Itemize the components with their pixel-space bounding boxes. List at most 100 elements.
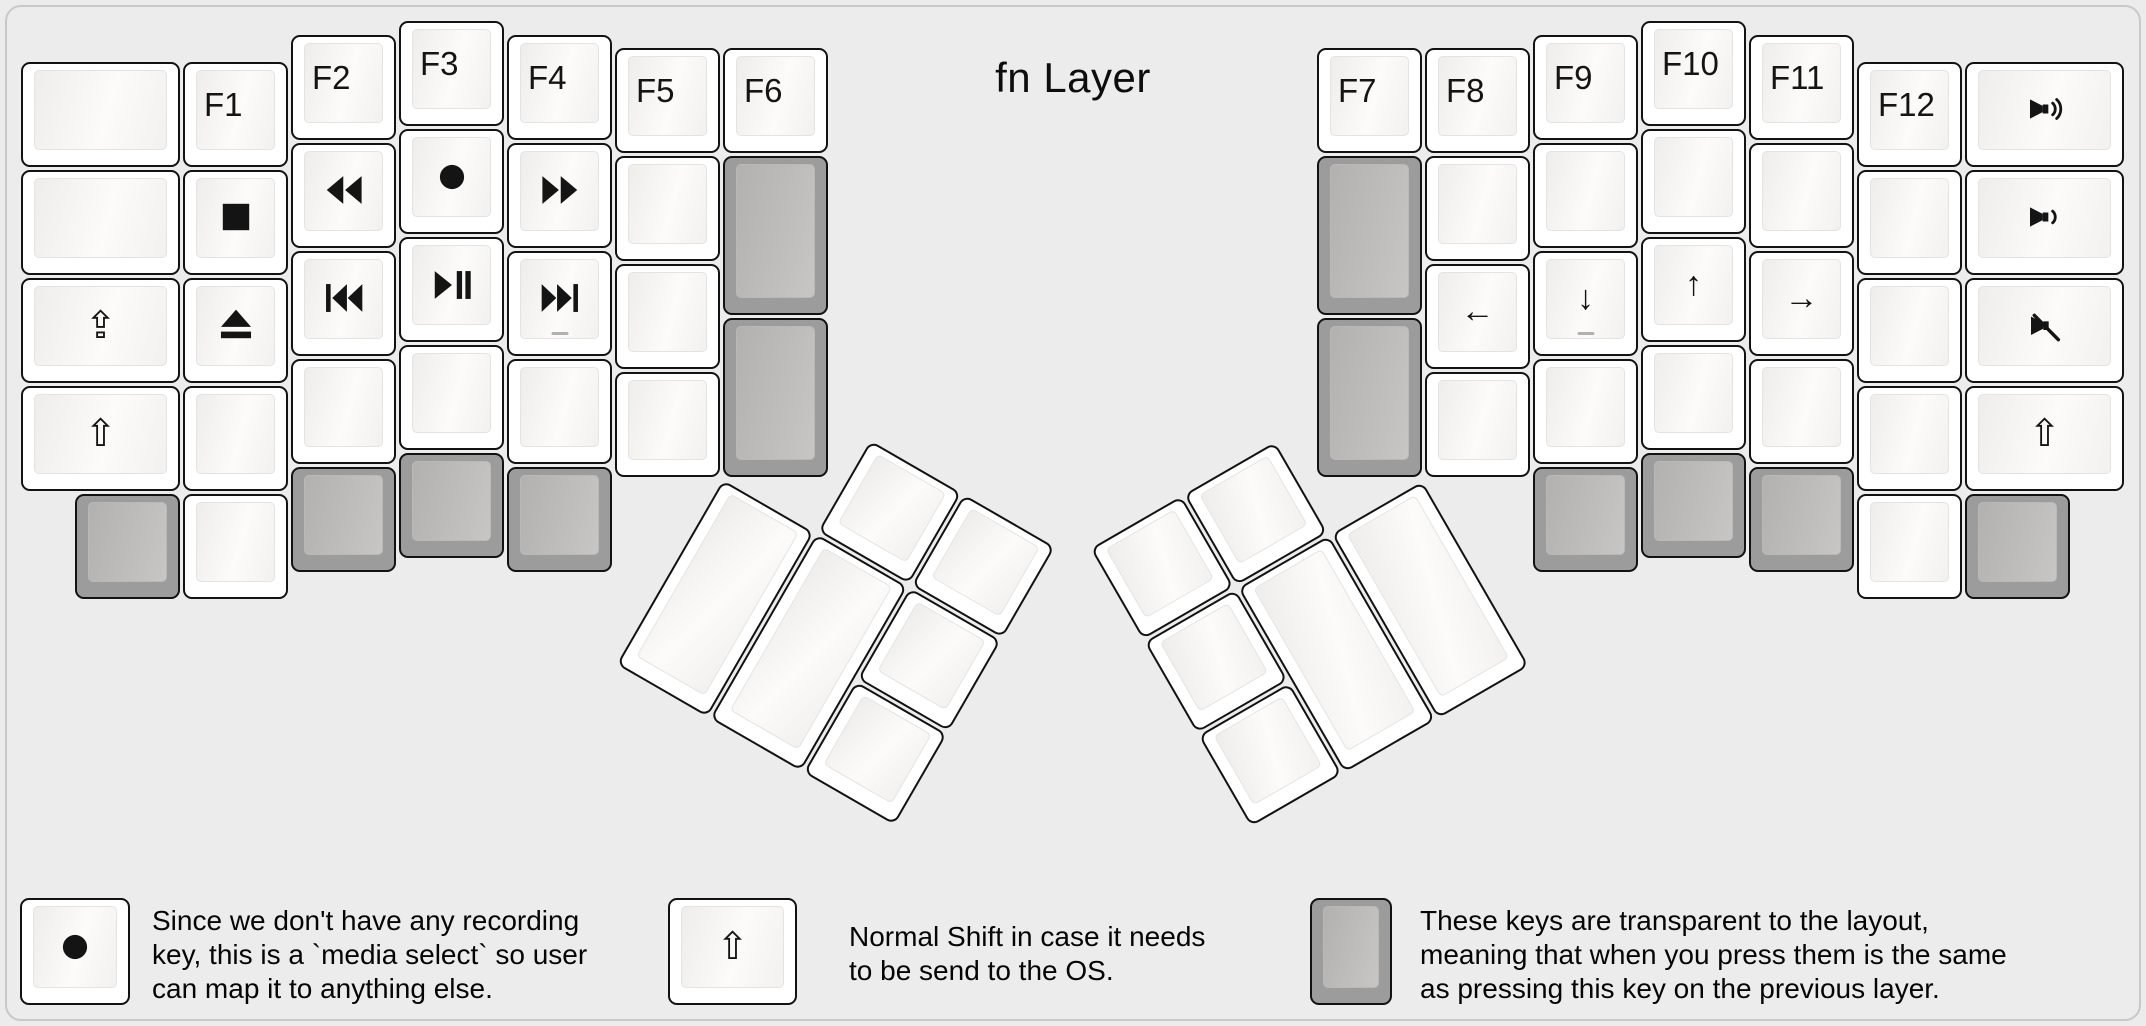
key-f2[interactable]: F2 [291, 34, 396, 140]
key-blank[interactable] [1857, 277, 1962, 383]
key-transparent[interactable] [723, 318, 828, 477]
key-play-pause[interactable] [399, 237, 504, 342]
key-fast-forward[interactable] [507, 142, 612, 248]
keycap-surface [1762, 258, 1841, 339]
keycap-surface [1762, 42, 1841, 123]
key-blank[interactable] [399, 345, 504, 450]
key-blank[interactable] [615, 264, 720, 369]
skip-back-icon [293, 253, 394, 344]
key-blank[interactable] [1857, 385, 1962, 491]
keycap-surface [1546, 42, 1625, 123]
key-f9[interactable]: F9 [1533, 34, 1638, 140]
key-blank[interactable] [1533, 142, 1638, 248]
key-blank[interactable] [291, 358, 396, 464]
key-shift-sample: ⇧ [668, 898, 797, 1005]
key-f10[interactable]: F10 [1641, 21, 1746, 126]
homing-dash [551, 331, 568, 335]
legend-transparent-text: These keys are transparent to the layout… [1420, 905, 2007, 1004]
key-blank[interactable] [615, 372, 720, 477]
key-label: F6 [744, 72, 783, 109]
key-shift[interactable]: ⇧ [21, 385, 180, 491]
key-transparent[interactable] [1317, 318, 1422, 477]
keycap-surface [412, 29, 491, 109]
key-skip-forward[interactable] [507, 250, 612, 356]
key-blank[interactable] [1857, 493, 1962, 599]
record-icon [22, 900, 128, 993]
key-shift[interactable]: ⇧ [1965, 385, 2124, 491]
keycap-surface [304, 366, 383, 447]
keycap-surface [1654, 137, 1733, 217]
keycap-surface [34, 69, 167, 150]
key-blank[interactable] [183, 493, 288, 599]
keycap-surface [1978, 393, 2111, 474]
keycap-surface [520, 42, 599, 123]
keycap-surface [628, 164, 707, 244]
shift-icon: ⇧ [2028, 412, 2061, 455]
key-skip-back[interactable] [291, 250, 396, 356]
key-shift-lock[interactable]: ⇪ [21, 277, 180, 383]
key-blank[interactable] [1641, 345, 1746, 450]
key-transparent[interactable] [1965, 493, 2070, 599]
key-f6[interactable]: F6 [723, 48, 828, 153]
key-rewind[interactable] [291, 142, 396, 248]
key-blank[interactable] [21, 61, 180, 167]
keycap-surface [1323, 906, 1379, 988]
key-arrow-left[interactable]: ← [1425, 264, 1530, 369]
key-label: F10 [1662, 45, 1719, 82]
key-blank[interactable] [1749, 142, 1854, 248]
key-f4[interactable]: F4 [507, 34, 612, 140]
key-f7[interactable]: F7 [1317, 48, 1422, 153]
key-stop[interactable] [183, 169, 288, 275]
keycap-surface [1105, 509, 1215, 619]
key-f8[interactable]: F8 [1425, 48, 1530, 153]
key-blank[interactable] [183, 385, 288, 491]
key-transparent[interactable] [399, 453, 504, 558]
key-volume-up[interactable] [1965, 61, 2124, 167]
key-f12[interactable]: F12 [1857, 61, 1962, 167]
key-blank[interactable] [507, 358, 612, 464]
key-record[interactable] [399, 129, 504, 234]
key-label: F2 [312, 58, 351, 96]
key-blank[interactable] [615, 156, 720, 261]
fast-forward-icon [509, 145, 610, 236]
key-volume-down[interactable] [1965, 169, 2124, 275]
key-arrow-down[interactable]: ↓ [1533, 250, 1638, 356]
key-transparent[interactable] [723, 156, 828, 315]
key-blank[interactable] [1425, 372, 1530, 477]
key-blank[interactable] [1749, 358, 1854, 464]
key-f3[interactable]: F3 [399, 21, 504, 126]
key-f5[interactable]: F5 [615, 48, 720, 153]
key-transparent[interactable] [291, 466, 396, 572]
key-transparent[interactable] [1749, 466, 1854, 572]
keycap-surface [304, 150, 383, 231]
key-arrow-up[interactable]: ↑ [1641, 237, 1746, 342]
key-blank[interactable] [21, 169, 180, 275]
key-blank[interactable] [1857, 169, 1962, 275]
key-f1[interactable]: F1 [183, 61, 288, 167]
key-transparent[interactable] [1317, 156, 1422, 315]
key-transparent[interactable] [1533, 466, 1638, 572]
keycap-surface [1330, 326, 1409, 460]
key-transparent[interactable] [507, 466, 612, 572]
keycap-surface [1654, 461, 1733, 541]
key-mute[interactable] [1965, 277, 2124, 383]
keycap-surface [1330, 56, 1409, 136]
keycap-surface [1870, 285, 1949, 366]
keycap-surface [1870, 177, 1949, 258]
layer-title: fn Layer [995, 54, 1151, 101]
keycap-surface [931, 507, 1040, 617]
keycap-surface [34, 177, 167, 258]
key-f11[interactable]: F11 [1749, 34, 1854, 140]
keycap-surface [1330, 164, 1409, 298]
key-transparent[interactable] [1641, 453, 1746, 558]
key-blank[interactable] [1425, 156, 1530, 261]
keycap-surface [1654, 245, 1733, 325]
arrow-up-icon: ↑ [1685, 265, 1702, 303]
keycap-surface [736, 164, 815, 298]
key-transparent[interactable] [75, 493, 180, 599]
key-blank[interactable] [1641, 129, 1746, 234]
keycap-surface [1438, 272, 1517, 352]
key-eject[interactable] [183, 277, 288, 383]
key-arrow-right[interactable]: → [1749, 250, 1854, 356]
key-blank[interactable] [1533, 358, 1638, 464]
